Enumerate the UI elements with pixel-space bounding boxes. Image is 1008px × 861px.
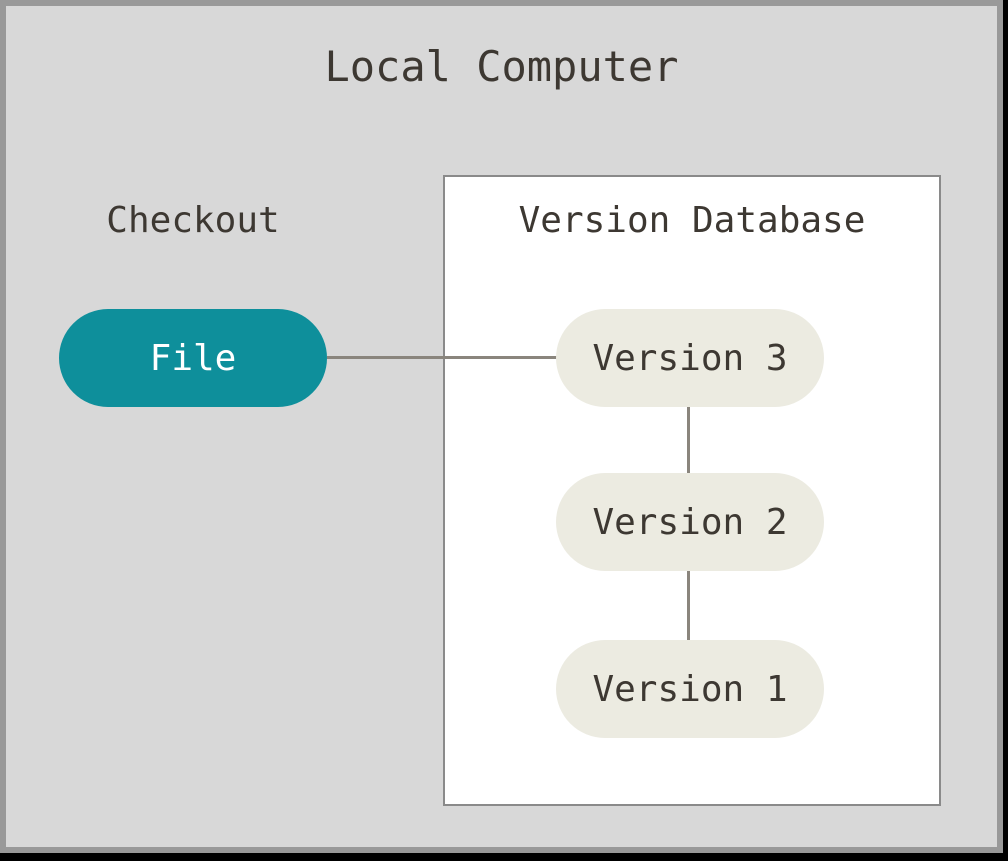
version3-node: Version 3: [556, 309, 824, 407]
diagram-title: Local Computer: [324, 42, 679, 91]
connector-version2-to-version1: [687, 569, 690, 642]
file-node: File: [59, 309, 327, 407]
connector-version3-to-version2: [687, 405, 690, 475]
version-database-title: Version Database: [518, 200, 866, 241]
connector-file-to-version3: [327, 356, 557, 359]
checkout-label: Checkout: [106, 200, 280, 241]
version1-node: Version 1: [556, 640, 824, 738]
version2-node: Version 2: [556, 473, 824, 571]
